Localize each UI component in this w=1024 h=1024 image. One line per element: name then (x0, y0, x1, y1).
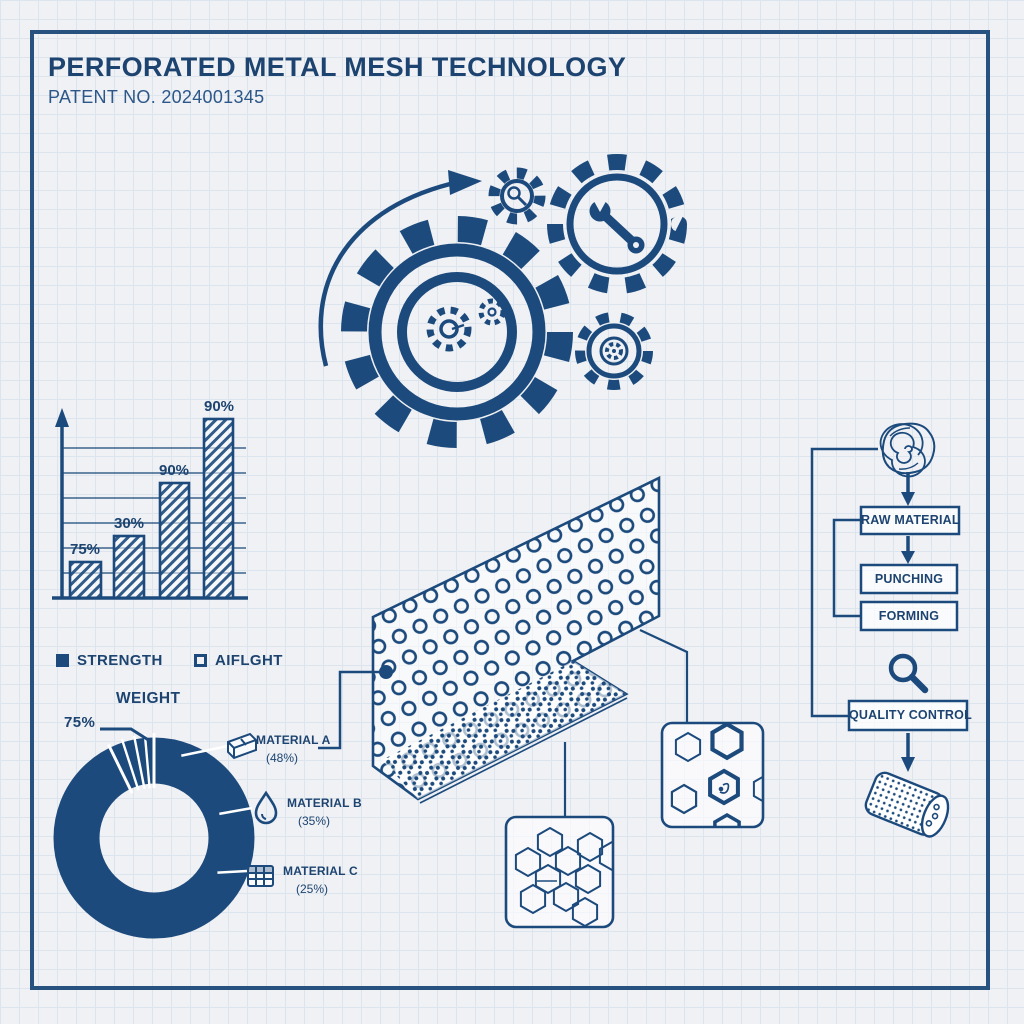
bar-value-label-2: 30% (113, 515, 145, 532)
flow-label-punching: PUNCHING (874, 572, 944, 586)
donut-slice-gaps (107, 733, 156, 794)
box-icon (227, 732, 257, 760)
bar-chart (52, 408, 248, 600)
legend-item-aiflght: AIFLGHT (194, 652, 283, 669)
legend-swatch-filled (56, 654, 69, 667)
detail-box-left (504, 815, 615, 929)
process-flowchart (810, 422, 969, 838)
gear-large-icon (341, 216, 573, 448)
coil-icon (879, 422, 936, 478)
weight-callout-line (100, 727, 151, 743)
material-c-label: MATERIAL C (283, 864, 358, 878)
material-b-label: MATERIAL B (287, 796, 362, 810)
flow-box-forming (859, 600, 959, 632)
rework-bracket-line (832, 518, 861, 618)
bar-value-label-1: 75% (69, 541, 101, 558)
page-title: PERFORATED METAL MESH TECHNOLOGY (48, 52, 627, 82)
material-a-value: (48%) (266, 751, 299, 765)
material-b-value: (35%) (298, 814, 331, 828)
material-c-value: (25%) (296, 882, 329, 896)
bar-2 (112, 534, 146, 600)
legend-item-strength: STRENGTH (56, 652, 163, 669)
flow-label-quality-control: QUALITY CONTROL (849, 708, 972, 722)
gear-medium-icon (575, 312, 653, 390)
feedback-loop-line (810, 447, 878, 718)
flow-box-raw-material (859, 505, 961, 536)
donut-title: WEIGHT (116, 690, 181, 707)
donut-chart (53, 727, 278, 939)
mesh-illustration (318, 475, 689, 817)
y-axis-arrowhead (55, 408, 69, 427)
gear-small-top-icon (488, 167, 546, 225)
mesh-thickness-line (419, 697, 628, 804)
material-a-label: MATERIAL A (256, 733, 331, 747)
flow-label-raw-material: RAW MATERIAL (861, 513, 960, 527)
wrench-icon (589, 194, 645, 254)
legend-swatch-outline (194, 654, 207, 667)
flow-box-punching (859, 563, 959, 595)
bar-value-label-4: 90% (203, 398, 235, 415)
hex-center-glyph (718, 782, 730, 794)
mesh-to-right-box-connector (639, 629, 689, 723)
legend-label-aiflght: AIFLGHT (215, 652, 283, 669)
legend-label-strength: STRENGTH (77, 652, 163, 669)
bar-4 (202, 417, 235, 600)
grid-icon (247, 865, 274, 887)
bar-1 (68, 560, 103, 600)
donut-annotation: 75% (64, 714, 96, 731)
perforated-roll-icon (864, 771, 950, 838)
blueprint-frame (30, 30, 990, 990)
patent-number: PATENT NO. 2024001345 (48, 87, 265, 107)
hex-pattern-bold (670, 724, 763, 827)
droplet-icon (254, 790, 278, 825)
mesh-flange-texture (382, 661, 626, 799)
mesh-to-material-connector (318, 670, 386, 750)
bar-value-label-3: 90% (158, 462, 190, 479)
hex-pattern-thin (514, 827, 613, 927)
magnifier-icon (888, 653, 929, 694)
detail-box-right (660, 721, 765, 829)
bars (68, 417, 235, 600)
donut-leader-dots (168, 750, 220, 880)
gears-illustration (318, 154, 687, 448)
flow-box-quality-control (847, 699, 969, 732)
flow-label-forming: FORMING (878, 609, 940, 623)
rotation-arrow-icon (318, 170, 482, 367)
bar-3 (158, 481, 191, 600)
gear-wrench-icon (547, 154, 687, 294)
